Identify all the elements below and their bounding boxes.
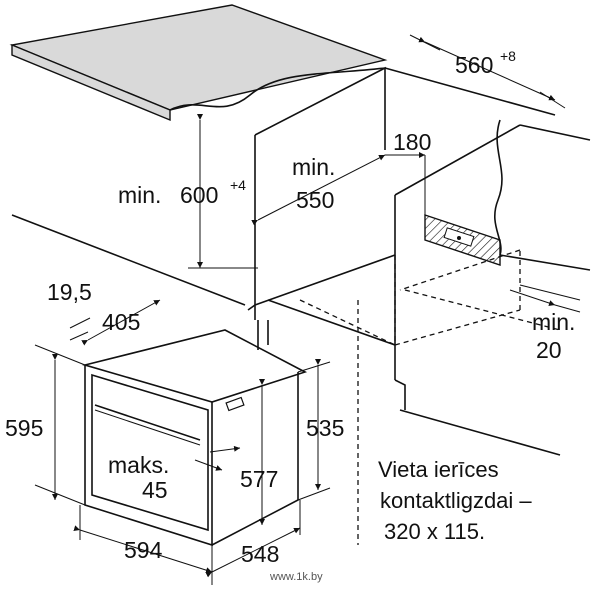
watermark: www.1k.by xyxy=(269,571,323,583)
oven-height-label: 595 xyxy=(5,415,43,441)
min-height-prefix: min. xyxy=(118,182,161,208)
min-height-value: 600 xyxy=(180,182,218,208)
socket-note: Vieta ierīces kontaktligzdai – 320 x 115… xyxy=(378,457,532,544)
dimension-depth-top: 560 +8 xyxy=(455,48,516,78)
min-depth-line1: min. xyxy=(292,154,335,180)
min-gap-line2: 20 xyxy=(536,337,562,363)
cabinet-niche xyxy=(11,66,591,545)
oven-width-label: 594 xyxy=(124,537,163,563)
max-offset-line2: 45 xyxy=(142,477,168,503)
dimension-min-depth: min. 550 xyxy=(292,154,335,213)
dimension-lines xyxy=(34,34,581,585)
note-line3: 320 x 115. xyxy=(384,519,485,544)
min-gap-line1: min. xyxy=(532,309,575,335)
note-line1: Vieta ierīces xyxy=(378,457,499,482)
depth-top-sup: +8 xyxy=(500,48,516,64)
oven-depth-label: 548 xyxy=(241,541,279,567)
min-height-sup: +4 xyxy=(230,177,246,193)
note-line2: kontaktligzdai – xyxy=(380,488,532,513)
max-offset-line1: maks. xyxy=(108,452,169,478)
socket-area xyxy=(424,214,501,266)
front-thickness-label: 19,5 xyxy=(47,279,92,305)
dimension-min-gap: min. 20 xyxy=(532,309,575,363)
depth-top-value: 560 xyxy=(455,52,493,78)
dimension-max-offset: maks. 45 xyxy=(108,452,169,503)
socket-offset-label: 180 xyxy=(393,129,431,155)
body-depth-height-label: 577 xyxy=(240,466,278,492)
body-height-label: 535 xyxy=(306,415,344,441)
countertop xyxy=(9,4,388,122)
dimension-min-height: min. 600 +4 xyxy=(118,177,246,208)
oven xyxy=(81,329,308,547)
min-depth-line2: 550 xyxy=(296,187,334,213)
door-depth-label: 405 xyxy=(102,309,140,335)
